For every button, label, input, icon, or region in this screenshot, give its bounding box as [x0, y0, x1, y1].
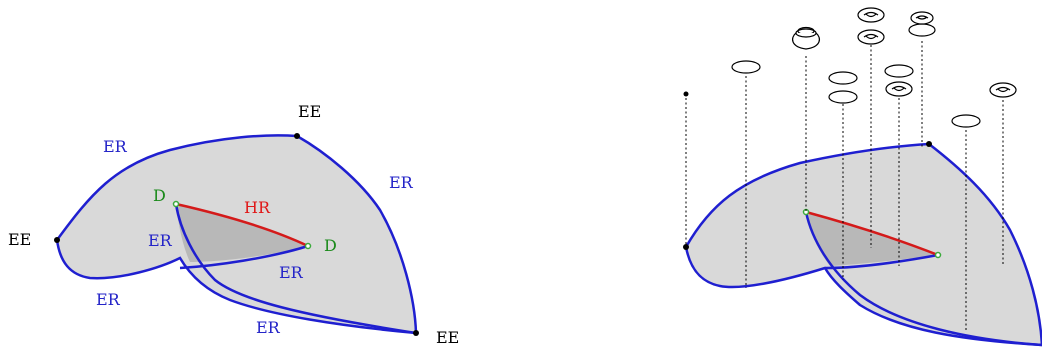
- right-diagram: [683, 7, 1042, 347]
- label-er-inner-left: ER: [148, 231, 173, 250]
- right-inner-er-curve: [804, 211, 1042, 347]
- circle-fiber-icon: [731, 60, 761, 74]
- overlap-region: [176, 204, 308, 262]
- label-ee-left: EE: [8, 230, 31, 249]
- torus-fiber-icon: [857, 7, 885, 23]
- label-er-top-left: ER: [103, 137, 128, 156]
- right-vertex-top: [926, 141, 932, 147]
- circle-fiber-icon: [884, 64, 914, 78]
- inner-er-curve-lower: [179, 244, 309, 270]
- fiber-point: [683, 91, 689, 97]
- ee-vertex-left: [54, 237, 60, 243]
- left-diagram: EE EE EE ER ER ER ER ER ER D D HR: [8, 102, 459, 347]
- label-hr: HR: [244, 198, 271, 217]
- label-er-right: ER: [389, 173, 414, 192]
- circle-fiber-icon: [828, 71, 858, 85]
- torus-fiber-icon: [885, 81, 913, 97]
- ee-vertex-top: [294, 133, 300, 139]
- torus-fiber-icon: [857, 29, 885, 45]
- circle-fiber-icon: [828, 90, 858, 104]
- ee-vertex-bottom-right: [413, 330, 419, 336]
- right-d-vertex-right: [934, 251, 942, 259]
- double-torus-fiber-icon: [908, 11, 936, 37]
- d-vertex-upper: [172, 200, 180, 208]
- torus-fiber-icon: [989, 82, 1017, 98]
- d-vertex-right: [304, 242, 312, 250]
- label-d-right: D: [324, 236, 337, 255]
- cylinder-fiber-icon: [791, 26, 821, 50]
- right-hr-edge: [805, 210, 939, 257]
- hr-edge: [175, 202, 309, 248]
- label-er-inner-bottom: ER: [279, 263, 304, 282]
- label-er-bottom-left: ER: [96, 290, 121, 309]
- label-ee-bottom-right: EE: [436, 328, 459, 347]
- label-d-upper: D: [153, 186, 166, 205]
- label-ee-top: EE: [298, 102, 321, 121]
- fiber-lines: [685, 41, 1004, 330]
- inner-er-curve: [174, 203, 417, 335]
- right-overlap-region: [806, 212, 938, 266]
- circle-fiber-icon: [951, 114, 981, 128]
- fiber-glyphs: [731, 7, 1017, 128]
- right-inner-er-lower: [825, 253, 939, 270]
- label-er-bottom: ER: [256, 318, 281, 337]
